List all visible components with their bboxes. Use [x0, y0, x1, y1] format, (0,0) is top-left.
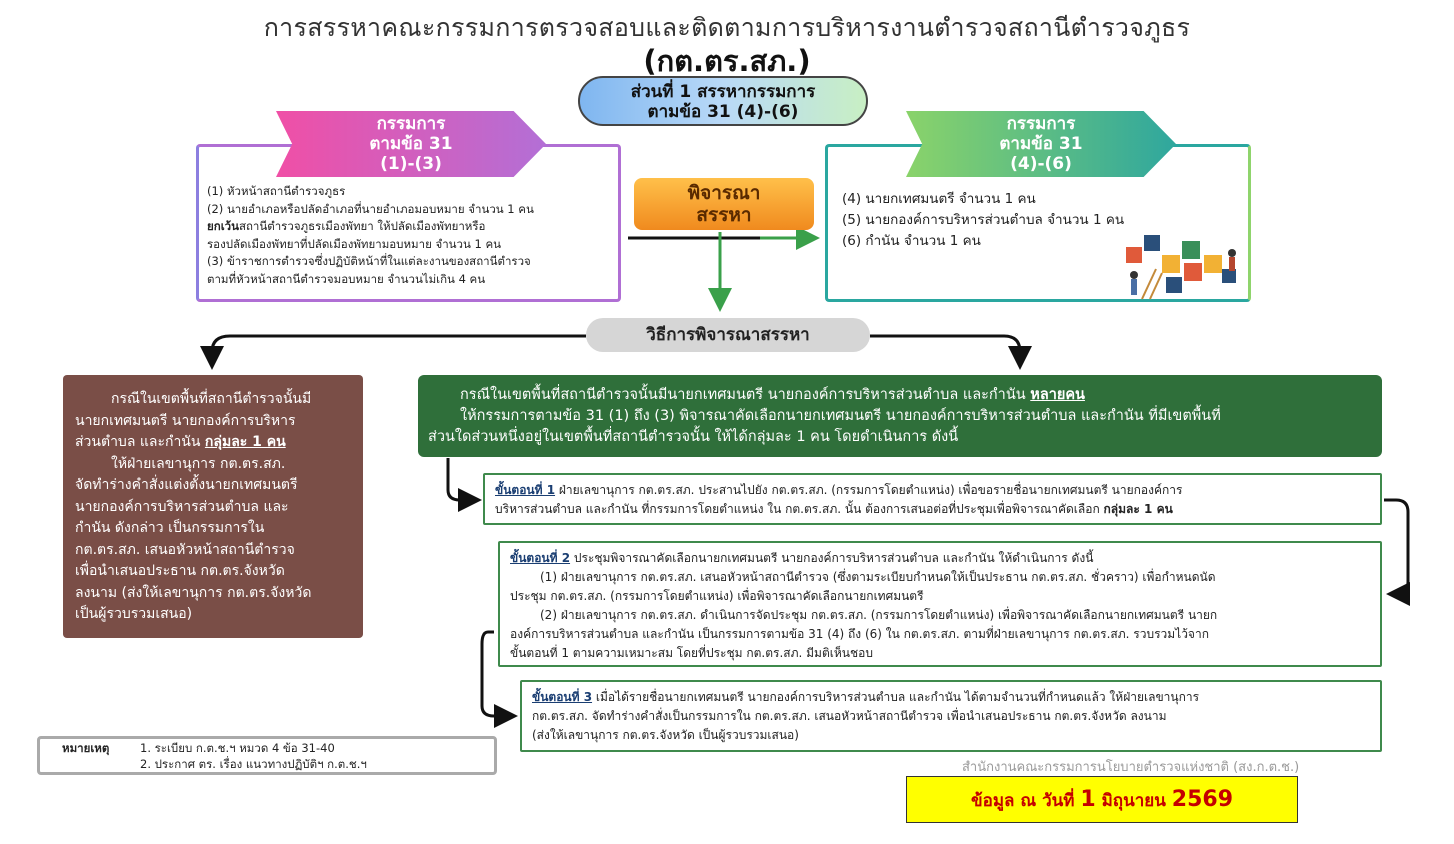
step-1-emph: กลุ่มละ 1 คน [1103, 502, 1173, 516]
ribbon-left-line1: กรรมการ [376, 114, 446, 134]
multi-case-l1: กรณีในเขตพื้นที่สถานีตำรวจนั้นมีนายกเทศม… [460, 387, 1031, 403]
arrow-to-multi-case [870, 334, 1032, 370]
single-case-l1: กรณีในเขตพื้นที่สถานีตำรวจนั้นมี [111, 391, 312, 407]
ribbon-left-line2: ตามข้อ 31 [369, 134, 453, 154]
note-item-1: 1. ระเบียบ ก.ต.ช.ฯ หมวด 4 ข้อ 31-40 [140, 741, 335, 755]
left-item-1: (1) หัวหน้าสถานีตำรวจภูธร [207, 184, 346, 198]
step-3-line: ขั้นตอนที่ 3 เมื่อได้รายชื่อนายกเทศมนตรี… [532, 688, 1370, 707]
left-members-box: (1) หัวหน้าสถานีตำรวจภูธร (2) นายอำเภอหร… [196, 144, 621, 302]
exception-label: ยกเว้น [207, 219, 239, 233]
single-case-line: กรณีในเขตพื้นที่สถานีตำรวจนั้นมี [75, 389, 353, 411]
date-month: มิถุนายน [1095, 791, 1172, 811]
note-label: หมายเหตุ [62, 741, 110, 755]
single-case-l10: ลงนาม (ส่งให้เลขานุการ กต.ตร.จังหวัด [75, 584, 312, 601]
step-2-line: ขั้นตอนที่ 2 ประชุมพิจารณาคัดเลือกนายกเท… [510, 549, 1370, 568]
ribbon-right-line2: ตามข้อ 31 [999, 134, 1083, 154]
single-case-l6: นายกองค์การบริหารส่วนตำบล และ [75, 498, 289, 515]
right-item-6: (6) กำนัน จำนวน 1 คน [842, 233, 981, 249]
step-2-box: ขั้นตอนที่ 2 ประชุมพิจารณาคัดเลือกนายกเท… [498, 541, 1382, 667]
ribbon-right-line1: กรรมการ [1006, 114, 1076, 134]
step-2-tag: ขั้นตอนที่ 2 [510, 551, 571, 565]
part1-label: ส่วนที่ 1 สรรหากรรมการ ตามข้อ 31 (4)-(6) [578, 76, 868, 126]
multi-case-box: กรณีในเขตพื้นที่สถานีตำรวจนั้นมีนายกเทศม… [418, 375, 1382, 457]
step-2-l6: ขั้นตอนที่ 1 ตามความเหมาะสม โดยที่ประชุม… [510, 646, 873, 660]
step-3-box: ขั้นตอนที่ 3 เมื่อได้รายชื่อนายกเทศมนตรี… [520, 680, 1382, 752]
step-1-line: บริหารส่วนตำบล และกำนัน ที่กรรมการโดยตำแ… [495, 500, 1370, 519]
arrow-to-step1 [446, 458, 482, 512]
single-case-l8: กต.ตร.สภ. เสนอหัวหน้าสถานีตำรวจ [75, 541, 295, 558]
step-1-box: ขั้นตอนที่ 1 ฝ่ายเลขานุการ กต.ตร.สภ. ประ… [483, 473, 1382, 525]
source-credit: สำนักงานคณะกรรมการนโยบายตำรวจแห่งชาติ (ส… [962, 760, 1300, 775]
note-line: หมายเหตุ 1. ระเบียบ ก.ต.ช.ฯ หมวด 4 ข้อ 31… [62, 740, 494, 756]
step-2-l4: (2) ฝ่ายเลขานุการ กต.ตร.สภ. ดำเนินการจัด… [540, 608, 1218, 622]
note-line: 2. ประกาศ ตร. เรื่อง แนวทางปฏิบัติฯ ก.ต.… [62, 756, 494, 772]
left-item-3: (3) ข้าราชการตำรวจซึ่งปฏิบัติหน้าที่ในแต… [207, 254, 531, 268]
step-2-l3: ประชุม กต.ตร.สภ. (กรรมการโดยตำแหน่ง) เพื… [510, 589, 924, 603]
single-case-emph: กลุ่มละ 1 คน [204, 434, 286, 450]
step-2-l1: ประชุมพิจารณาคัดเลือกนายกเทศมนตรี นายกอง… [570, 551, 1094, 565]
exception-text: สถานีตำรวจภูธรเมืองพัทยา ให้ปลัดเมืองพัท… [238, 219, 486, 233]
single-case-l9: เพื่อนำเสนอประธาน กต.ตร.จังหวัด [75, 563, 285, 579]
page-title-abbrev: (กต.ตร.สภ.) [643, 44, 811, 78]
consider-line1: พิจารณา [687, 182, 761, 204]
consider-line2: สรรหา [696, 204, 752, 226]
step-3-l2: กต.ตร.สภ. จัดทำร่างคำสั่งเป็นกรรมการใน ก… [532, 709, 1167, 723]
right-item-4: (4) นายกเทศมนตรี จำนวน 1 คน [842, 191, 1036, 207]
step-3-tag: ขั้นตอนที่ 3 [532, 690, 593, 704]
step-2-l2: (1) ฝ่ายเลขานุการ กต.ตร.สภ. เสนอหัวหน้าส… [540, 570, 1216, 584]
left-item-2-exception: ยกเว้นสถานีตำรวจภูธรเมืองพัทยา ให้ปลัดเม… [207, 218, 610, 236]
single-case-l2: นายกเทศมนตรี นายกองค์การบริหาร [75, 412, 296, 429]
ribbon-right-line3: (4)-(6) [1010, 154, 1072, 174]
single-case-l7: กำนัน ดังกล่าว เป็นกรรมการใน [75, 520, 265, 536]
arrow-step2-to-step3 [480, 630, 518, 728]
multi-case-l2: ให้กรรมการตามข้อ 31 (1) ถึง (3) พิจารณาค… [460, 408, 1221, 424]
single-case-l5: จัดทำร่างคำสั่งแต่งตั้งนายกเทศมนตรี [75, 477, 298, 493]
step-1-tag: ขั้นตอนที่ 1 [495, 483, 556, 497]
date-day: 1 [1080, 787, 1096, 812]
arrow-step1-to-step2 [1384, 498, 1410, 606]
step-3-l3: (ส่งให้เลขานุการ กต.ตร.จังหวัด เป็นผู้รว… [532, 728, 799, 742]
left-item-2-cont: รองปลัดเมืองพัทยาที่ปลัดเมืองพัทยามอบหมา… [207, 236, 502, 251]
puzzle-people-illustration [1126, 235, 1236, 300]
step-1-l1: ฝ่ายเลขานุการ กต.ตร.สภ. ประสานไปยัง กต.ต… [555, 483, 1183, 497]
page-title: การสรรหาคณะกรรมการตรวจสอบและติดตามการบริ… [263, 13, 1191, 42]
single-case-box: กรณีในเขตพื้นที่สถานีตำรวจนั้นมี นายกเทศ… [63, 375, 363, 638]
single-case-l11: เป็นผู้รวบรวมเสนอ) [75, 606, 193, 622]
single-case-line: ให้ฝ่ายเลขานุการ กต.ตร.สภ. [75, 454, 353, 476]
note-box: หมายเหตุ 1. ระเบียบ ก.ต.ช.ฯ หมวด 4 ข้อ 31… [37, 736, 497, 775]
part1-line2: ตามข้อ 31 (4)-(6) [647, 102, 799, 122]
data-date-badge: ข้อมูล ณ วันที่ 1 มิถุนายน 2569 [906, 776, 1298, 823]
left-item-2: (2) นายอำเภอหรือปลัดอำเภอที่นายอำเภอมอบห… [207, 201, 534, 216]
multi-case-l3: ส่วนใดส่วนหนึ่งอยู่ในเขตพื้นที่สถานีตำรว… [428, 429, 959, 445]
single-case-line: ส่วนตำบล และกำนัน กลุ่มละ 1 คน [75, 432, 353, 454]
part1-line1: ส่วนที่ 1 สรรหากรรมการ [630, 82, 816, 102]
single-case-l4: ให้ฝ่ายเลขานุการ กต.ตร.สภ. [111, 455, 286, 472]
step-1-l2: บริหารส่วนตำบล และกำนัน ที่กรรมการโดยตำแ… [495, 502, 1104, 516]
multi-case-line: กรณีในเขตพื้นที่สถานีตำรวจนั้นมีนายกเทศม… [428, 385, 1372, 406]
date-year: 2569 [1171, 787, 1233, 812]
left-group-ribbon: กรรมการ ตามข้อ 31 (1)-(3) [276, 111, 546, 177]
step-1-line: ขั้นตอนที่ 1 ฝ่ายเลขานุการ กต.ตร.สภ. ประ… [495, 481, 1370, 500]
arrow-to-single-case [200, 334, 586, 370]
single-case-l3: ส่วนตำบล และกำนัน [75, 434, 205, 450]
consider-recruit-label: พิจารณา สรรหา [634, 178, 814, 230]
right-item-5: (5) นายกองค์การบริหารส่วนตำบล จำนวน 1 คน [842, 212, 1125, 228]
date-prefix: ข้อมูล ณ วันที่ [971, 791, 1081, 811]
step-2-l5: องค์การบริหารส่วนตำบล และกำนัน เป็นกรรมก… [510, 627, 1209, 641]
method-label: วิธีการพิจารณาสรรหา [586, 318, 870, 352]
step-3-l1: เมื่อได้รายชื่อนายกเทศมนตรี นายกองค์การบ… [592, 690, 1200, 704]
ribbon-left-line3: (1)-(3) [380, 154, 442, 174]
multi-case-emph: หลายคน [1030, 387, 1085, 403]
right-group-ribbon: กรรมการ ตามข้อ 31 (4)-(6) [906, 111, 1176, 177]
left-item-3-cont: ตามที่หัวหน้าสถานีตำรวจมอบหมาย จำนวนไม่เ… [207, 271, 486, 286]
note-item-2: 2. ประกาศ ตร. เรื่อง แนวทางปฏิบัติฯ ก.ต.… [140, 757, 367, 771]
